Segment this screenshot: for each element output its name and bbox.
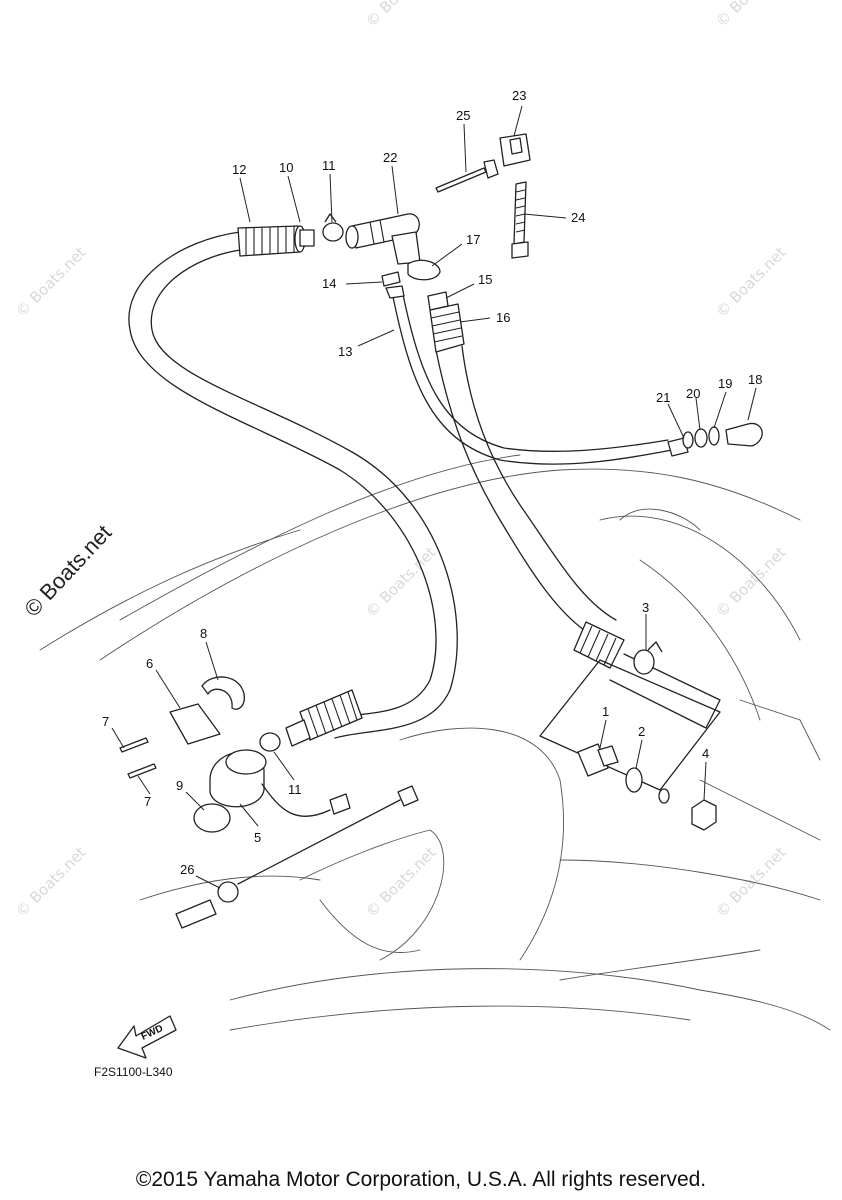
pump-5: [209, 749, 351, 818]
callout-8: 8: [200, 626, 207, 641]
callout-11: 11: [288, 782, 302, 797]
hose-3-section: [573, 621, 721, 729]
cable-tie-24: [511, 181, 529, 259]
callout-15: 15: [478, 272, 492, 287]
callout-25: 25: [456, 108, 470, 123]
watermark-text: © Boats.net: [712, 0, 790, 31]
hose-13: [385, 285, 673, 465]
callout-10: 10: [279, 160, 293, 175]
fitting-group-18-21: [667, 422, 763, 457]
callout-21: 21: [656, 390, 670, 405]
diagram-code: F2S1100-L340: [94, 1065, 173, 1079]
elbow-fitting-22: [345, 213, 421, 265]
callout-4: 4: [702, 746, 709, 761]
callout-labels: 12 10 11 22 25 23 24 17 14 15 16 13 21 2…: [102, 88, 762, 877]
clamp-11-bottom: [259, 732, 281, 752]
hose-corrugated-section: [285, 689, 363, 747]
watermark-text: © Boats.net: [362, 843, 440, 921]
pipe-10: [299, 229, 315, 247]
callout-17: 17: [466, 232, 480, 247]
clamp-11-top: [322, 213, 344, 242]
callout-11: 11: [322, 158, 336, 173]
clamp-26: [217, 881, 239, 903]
hose-12: [128, 225, 458, 747]
callout-12: 12: [232, 162, 246, 177]
bracket-8: [201, 676, 245, 710]
callout-22: 22: [383, 150, 397, 165]
watermark-text: © Boats.net: [12, 243, 90, 321]
clamp-3: [633, 641, 663, 675]
watermark-text: © Boats.net: [712, 543, 790, 621]
callout-23: 23: [512, 88, 526, 103]
screw-7: [119, 737, 157, 779]
callout-5: 5: [254, 830, 261, 845]
holder-23: [499, 133, 531, 167]
clamp-14: [381, 271, 401, 287]
cap-9: [193, 803, 231, 833]
hose-corrugated-section: [237, 225, 306, 257]
callout-2: 2: [638, 724, 645, 739]
callout-19: 19: [718, 376, 732, 391]
callout-3: 3: [642, 600, 649, 615]
fwd-arrow: FWD: [117, 1015, 177, 1059]
hull-outline: [39, 454, 831, 1031]
bracket-6: [169, 703, 221, 745]
pipe-lower: [175, 785, 419, 929]
rivet-25: [435, 159, 499, 193]
watermark-text: © Boats.net: [712, 243, 790, 321]
callout-20: 20: [686, 386, 700, 401]
callout-14: 14: [322, 276, 336, 291]
callout-6: 6: [146, 656, 153, 671]
leader-lines: [111, 105, 757, 889]
hose-16: [427, 291, 617, 641]
callout-26: 26: [180, 862, 194, 877]
copyright-notice: ©2015 Yamaha Motor Corporation, U.S.A. A…: [135, 1168, 707, 1191]
callout-1: 1: [602, 704, 609, 719]
watermark-text: © Boats.net: [12, 843, 90, 921]
watermark-main: © Boats.net: [19, 520, 116, 621]
callout-9: 9: [176, 778, 183, 793]
watermark-layer: © Boats.net © Boats.net © Boats.net © Bo…: [12, 0, 790, 921]
watermark-text: © Boats.net: [362, 0, 440, 31]
callout-18: 18: [748, 372, 762, 387]
watermark-text: © Boats.net: [362, 543, 440, 621]
clamp-17: [407, 259, 441, 281]
callout-24: 24: [571, 210, 585, 225]
hull-fitting-group: [539, 659, 721, 831]
callout-7: 7: [144, 794, 151, 809]
callout-7: 7: [102, 714, 109, 729]
callout-13: 13: [338, 344, 352, 359]
callout-16: 16: [496, 310, 510, 325]
